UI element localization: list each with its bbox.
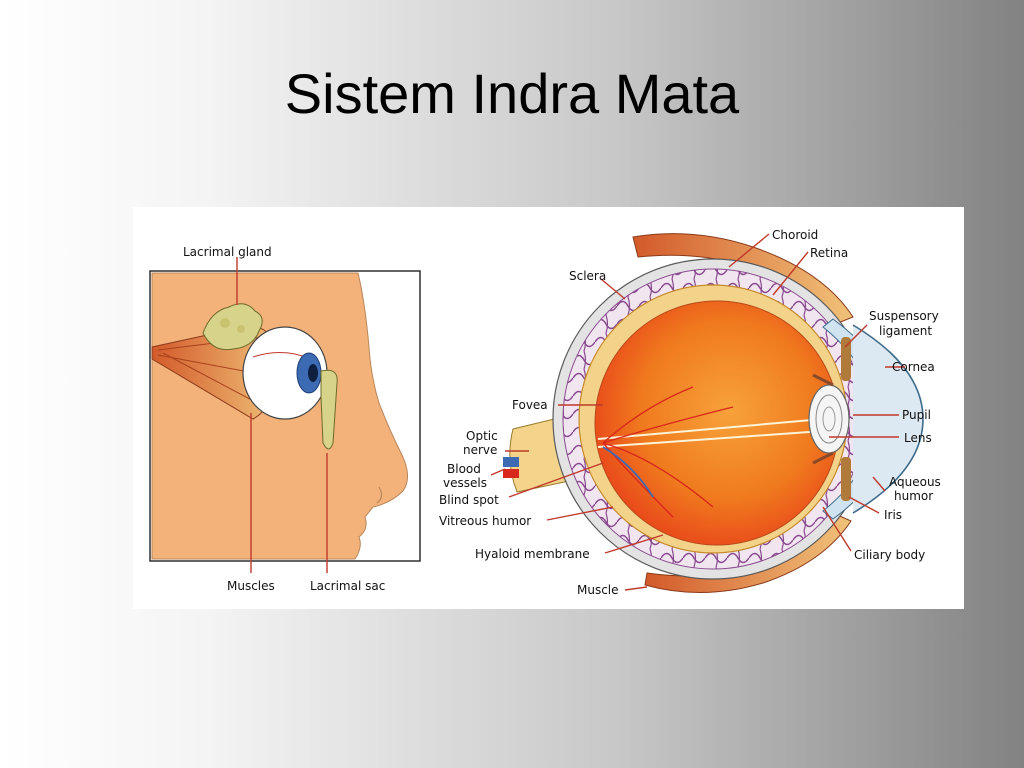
leader-sclera [600,278,626,300]
label-iris: Iris [884,508,902,522]
label-blood-2: vessels [443,476,487,490]
label-aqueous-2: humor [894,489,933,503]
label-lens: Lens [904,431,932,445]
label-lacrimal-gland: Lacrimal gland [183,245,272,259]
lens-core [822,406,836,432]
eye-pupil [308,364,318,382]
label-retina: Retina [810,246,848,260]
label-sclera: Sclera [569,269,606,283]
label-muscles: Muscles [227,579,275,593]
label-choroid: Choroid [772,228,818,242]
label-optic-2: nerve [463,443,497,457]
label-blood-1: Blood [447,462,481,476]
head-panel [149,270,421,562]
label-aqueous-1: Aqueous [889,475,941,489]
iris-upper [841,337,851,381]
leader-retina [772,251,809,296]
retinal-vessels [602,386,734,518]
eye-diagram-figure: Lacrimal gland Muscles Lacrimal sac [133,207,964,609]
label-lacrimal-sac: Lacrimal sac [310,579,385,593]
label-muscle: Muscle [577,583,619,597]
eyeball-panel [503,233,924,593]
gland-lobe [220,318,230,328]
label-hyaloid-membrane: Hyaloid membrane [475,547,590,561]
vitreous-body [594,300,840,546]
label-suspensory-2: ligament [879,324,932,338]
label-blind-spot: Blind spot [439,493,499,507]
blood-vessel-blue [503,457,519,467]
leader-vitreous [546,506,614,521]
label-suspensory-1: Suspensory [869,309,939,323]
label-optic-1: Optic [466,429,498,443]
hyaloid-canal [597,418,824,448]
eye-diagram-svg: Lacrimal gland Muscles Lacrimal sac [149,228,941,597]
blood-vessel-red [503,469,519,478]
leader-hyaloid [604,534,664,554]
leader-choroid [728,233,770,268]
label-vitreous-humor: Vitreous humor [439,514,531,528]
eyeball-leaders [490,233,905,591]
label-pupil: Pupil [902,408,931,422]
retinal-vein [602,446,654,498]
iris-lower [841,457,851,501]
leader-suspensory [844,324,868,348]
lacrimal-gland [202,303,263,351]
gland-lobe [237,325,245,333]
lens [808,384,850,454]
cornea [852,324,924,514]
leader-blind-spot [508,462,604,498]
label-cornea: Cornea [892,360,935,374]
nostril-line [376,486,383,504]
label-fovea: Fovea [512,398,548,412]
leader-aqueous [872,476,886,492]
leader-iris [848,496,880,514]
leader-blood-vessels [490,468,506,476]
ciliary-body [812,373,834,465]
label-ciliary-body: Ciliary body [854,548,925,562]
lacrimal-sac [320,369,338,450]
leader-ciliary [822,506,852,552]
slide-title: Sistem Indra Mata [284,62,740,125]
leader-muscle [624,586,648,591]
lens-ring [815,394,843,444]
